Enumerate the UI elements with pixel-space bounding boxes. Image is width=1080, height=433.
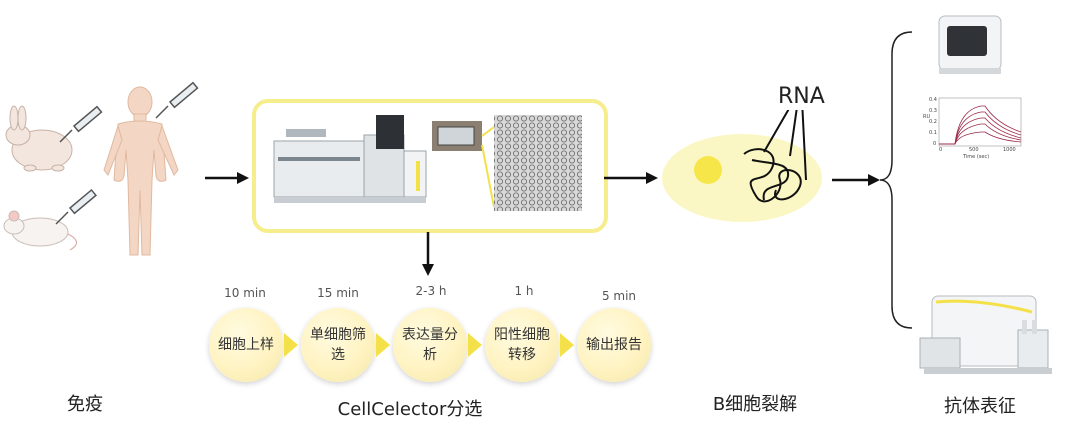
step-time: 10 min [224, 286, 266, 300]
rna-label: RNA [778, 84, 825, 109]
sensorgram-xlabel: Time (sec) [963, 154, 990, 160]
step-circle: 阳性细胞转移 [485, 308, 559, 382]
syringe-icon [59, 105, 103, 143]
step-circle: 单细胞筛选 [301, 308, 375, 382]
step-text: 单细胞筛选 [310, 327, 366, 363]
x-tick: 0 [939, 147, 943, 153]
step-time: 1 h [514, 284, 534, 298]
step-circle: 输出报告 [577, 308, 651, 382]
y-tick: 0 [933, 141, 937, 147]
cellcelector-instrument-panel [252, 99, 608, 233]
step-time: 5 min [601, 289, 637, 303]
step-text: 阳性细胞转移 [494, 327, 550, 363]
mouse-figure [3, 210, 77, 251]
x-tick: 1000 [1003, 147, 1016, 153]
sensorgram-plot [938, 97, 1022, 147]
step-time: 2-3 h [415, 284, 447, 298]
immunization-illustration [3, 81, 199, 256]
sensorgram-ylabel: RU [923, 114, 931, 120]
b-cell-illustration [662, 110, 822, 222]
stage-label-lysis: B细胞裂解 [712, 394, 798, 415]
stage-label-immunization: 免疫 [67, 394, 103, 415]
step-text: 表达量分析 [402, 327, 458, 363]
flow-arrow-down [422, 232, 434, 276]
step-text: 输出报告 [586, 337, 642, 353]
stage-label-characterization: 抗体表征 [944, 396, 1016, 417]
step-connector [376, 333, 390, 357]
syringe-icon [155, 81, 199, 119]
step-circle: 表达量分析 [393, 308, 467, 382]
sensorgram-chart: RU 0.4 0.3 0.2 0.1 0 0 500 1000 Time (se… [923, 94, 1025, 164]
syringe-icon [55, 188, 98, 225]
nucleus-icon [694, 156, 722, 184]
step-connector [468, 333, 482, 357]
y-tick: 0.1 [929, 130, 937, 136]
rna-strand [743, 148, 802, 203]
branch-brace [879, 31, 913, 329]
y-tick: 0.3 [929, 108, 937, 114]
flow-arrow [832, 174, 880, 186]
analyzer-instrument-image [938, 15, 1002, 74]
step-text: 细胞上样 [218, 337, 274, 353]
cellcelector-instrument-image [273, 115, 427, 203]
step-connector [560, 333, 574, 357]
rabbit-figure [5, 105, 73, 172]
flow-arrow [205, 172, 249, 184]
y-tick: 0.2 [929, 119, 937, 125]
microwell-array-image [432, 115, 582, 211]
human-figure [103, 86, 179, 256]
y-tick: 0.4 [929, 97, 937, 103]
step-connector [284, 333, 298, 357]
flow-arrow [604, 172, 658, 184]
step-circle: 细胞上样 [209, 308, 283, 382]
screening-instrument-image [919, 295, 1052, 374]
stage-label-sorting: CellCelector分选 [337, 399, 483, 420]
step-time: 15 min [317, 286, 359, 300]
x-tick: 500 [969, 147, 979, 153]
